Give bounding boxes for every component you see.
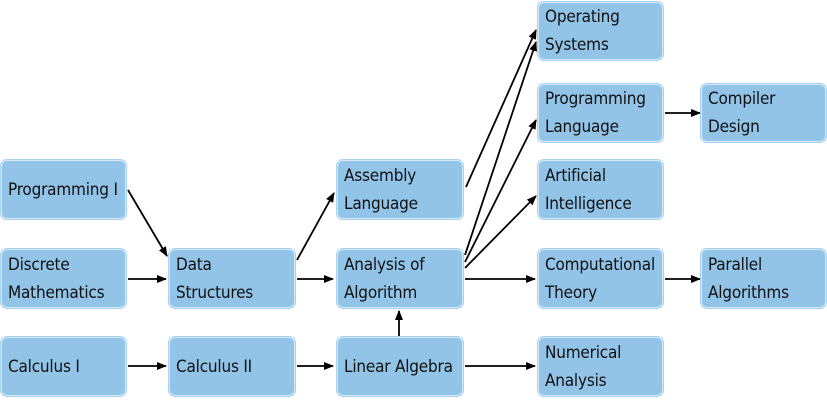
- node-parallel-algorithms[interactable]: Parallel Algorithms: [701, 249, 826, 308]
- edge-data-structures-to-assembly-language: [296, 192, 335, 261]
- node-discrete-mathematics[interactable]: Discrete Mathematics: [1, 249, 126, 308]
- node-numerical-analysis[interactable]: Numerical Analysis: [538, 337, 663, 396]
- node-linear-algebra[interactable]: Linear Algebra: [337, 337, 463, 396]
- node-programming-language[interactable]: Programming Language: [538, 84, 663, 142]
- node-programming-1[interactable]: Programming I: [1, 160, 126, 219]
- node-calculus-1[interactable]: Calculus I: [1, 337, 126, 396]
- node-assembly-language[interactable]: Assembly Language: [337, 160, 463, 219]
- node-artificial-intelligence[interactable]: Artificial Intelligence: [538, 160, 663, 219]
- node-data-structures[interactable]: Data Structures: [169, 249, 295, 308]
- edge-analysis-to-artificial-intelligence: [464, 195, 537, 269]
- node-computational-theory[interactable]: Computational Theory: [538, 249, 663, 308]
- edge-programming-1-to-data-structures: [127, 189, 168, 257]
- node-calculus-2[interactable]: Calculus II: [169, 337, 295, 396]
- node-compiler-design[interactable]: Compiler Design: [701, 84, 826, 142]
- node-analysis-of-algorithm[interactable]: Analysis of Algorithm: [337, 249, 463, 308]
- edge-analysis-to-operating-systems: [464, 41, 537, 256]
- edge-assembly-language-to-operating-systems: [465, 29, 537, 188]
- node-operating-systems[interactable]: Operating Systems: [538, 2, 663, 60]
- edge-analysis-to-programming-language: [464, 119, 537, 263]
